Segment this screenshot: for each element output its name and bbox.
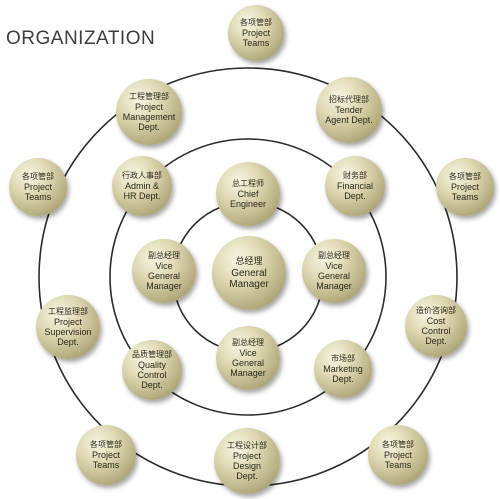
node-label-en: Project [241,28,270,38]
node-label-en: Supervision [44,327,92,337]
node-label-en: Project [134,102,163,112]
node-label-en: Tender [335,105,363,115]
node-label-en: Design [232,461,261,471]
node-label-en: Project [23,182,52,192]
node-label-en: HR Dept. [123,191,161,201]
node-label-zh: 行政人事部 [122,171,162,180]
node-label-en: Dept. [344,191,366,201]
node-label-en: Quality [137,360,166,370]
node-label-en: Dept. [236,471,258,481]
middle-ring [109,138,387,416]
node-label-en: Vice [155,261,173,271]
node-label-zh: 总经理 [235,256,263,267]
node-marketing-dept: 市场部 Marketing Dept. [314,340,372,398]
node-label-en: Dept. [138,122,160,132]
node-project-supervision-dept: 工程监理部 Project Supervision Dept. [36,295,100,359]
node-label-en: Project [450,182,479,192]
node-project-teams-right: 各项管部 Project Teams [436,158,494,216]
node-label-en: Vice [239,348,257,358]
node-label-zh: 各项管部 [90,440,122,449]
node-label-en: Teams [92,460,120,470]
node-chief-engineer: 总工程师 Chief Engineer [216,162,280,226]
node-label-en: Teams [451,192,479,202]
node-label-en: Dept. [57,337,79,347]
node-label-en: Marketing [323,364,363,374]
node-label-zh: 各项管部 [449,172,481,181]
node-label-zh: 各项管部 [382,440,414,449]
node-label-en: Manager [229,278,269,290]
node-label-en: Project [383,450,412,460]
node-label-en: Management [122,112,176,122]
node-label-zh: 工程设计部 [227,441,267,450]
node-label-zh: 总工程师 [232,179,264,188]
node-label-en: Agent Dept. [325,115,373,125]
node-label-en: Control [421,326,451,336]
node-label-zh: 副总经理 [148,251,180,260]
node-label-en: Manager [146,281,182,291]
node-label-en: General [317,271,351,281]
node-label-en: Project [232,451,261,461]
node-label-zh: 副总经理 [318,251,350,260]
node-label-en: Teams [24,192,52,202]
node-financial-dept: 财务部 Financial Dept. [325,156,385,216]
node-project-teams-bottom-right: 各项管部 Project Teams [368,425,428,485]
node-label-zh: 品质管理部 [132,350,172,359]
node-project-teams-left: 各项管部 Project Teams [9,158,67,216]
page-title: ORGANIZATION [6,28,156,49]
node-quality-control-dept: 品质管理部 Quality Control Dept. [122,340,182,400]
node-label-en: Project [91,450,120,460]
node-label-en: Dept. [332,374,354,384]
node-label-zh: 财务部 [343,171,367,180]
node-label-en: Teams [384,460,412,470]
node-cost-control-dept: 造价咨询部 Cost Control Dept. [405,295,467,357]
node-label-en: Dept. [425,336,447,346]
node-project-teams-bottom-left: 各项管部 Project Teams [76,425,136,485]
node-label-en: Control [137,370,167,380]
node-label-zh: 造价咨询部 [416,306,456,315]
node-label-en: Manager [230,368,266,378]
node-label-zh: 工程管理部 [129,92,169,101]
node-vice-general-manager-bottom: 副总经理 Vice General Manager [216,326,280,390]
node-label-zh: 各项管部 [22,172,54,181]
node-label-en: General [231,358,265,368]
node-label-en: Teams [242,38,270,48]
node-label-en: Engineer [229,199,267,209]
node-label-en: Financial [336,181,374,191]
node-project-teams-top: 各项管部 Project Teams [228,5,284,61]
node-label-en: Dept. [141,380,163,390]
node-label-en: Vice [325,261,343,271]
node-label-zh: 副总经理 [232,338,264,347]
node-label-zh: 工程监理部 [48,307,88,316]
node-label-zh: 各项管部 [240,18,272,27]
node-vice-general-manager-right: 副总经理 Vice General Manager [302,239,366,303]
node-label-en: Project [53,317,82,327]
node-general-manager: 总经理 General Manager [212,236,286,310]
node-admin-hr-dept: 行政人事部 Admin & HR Dept. [112,156,172,216]
node-label-en: Chief [237,189,259,199]
node-label-zh: 市场部 [331,354,355,363]
node-project-management-dept: 工程管理部 Project Management Dept. [116,79,182,145]
node-label-en: Admin & [124,181,159,191]
node-label-en: Cost [426,316,446,326]
node-label-en: Manager [316,281,352,291]
node-label-zh: 招标代理部 [329,95,369,104]
node-label-en: General [231,267,267,279]
node-label-en: General [147,271,181,281]
node-tender-agent-dept: 招标代理部 Tender Agent Dept. [316,77,382,143]
node-vice-general-manager-left: 副总经理 Vice General Manager [132,239,196,303]
node-project-design-dept: 工程设计部 Project Design Dept. [214,428,280,494]
